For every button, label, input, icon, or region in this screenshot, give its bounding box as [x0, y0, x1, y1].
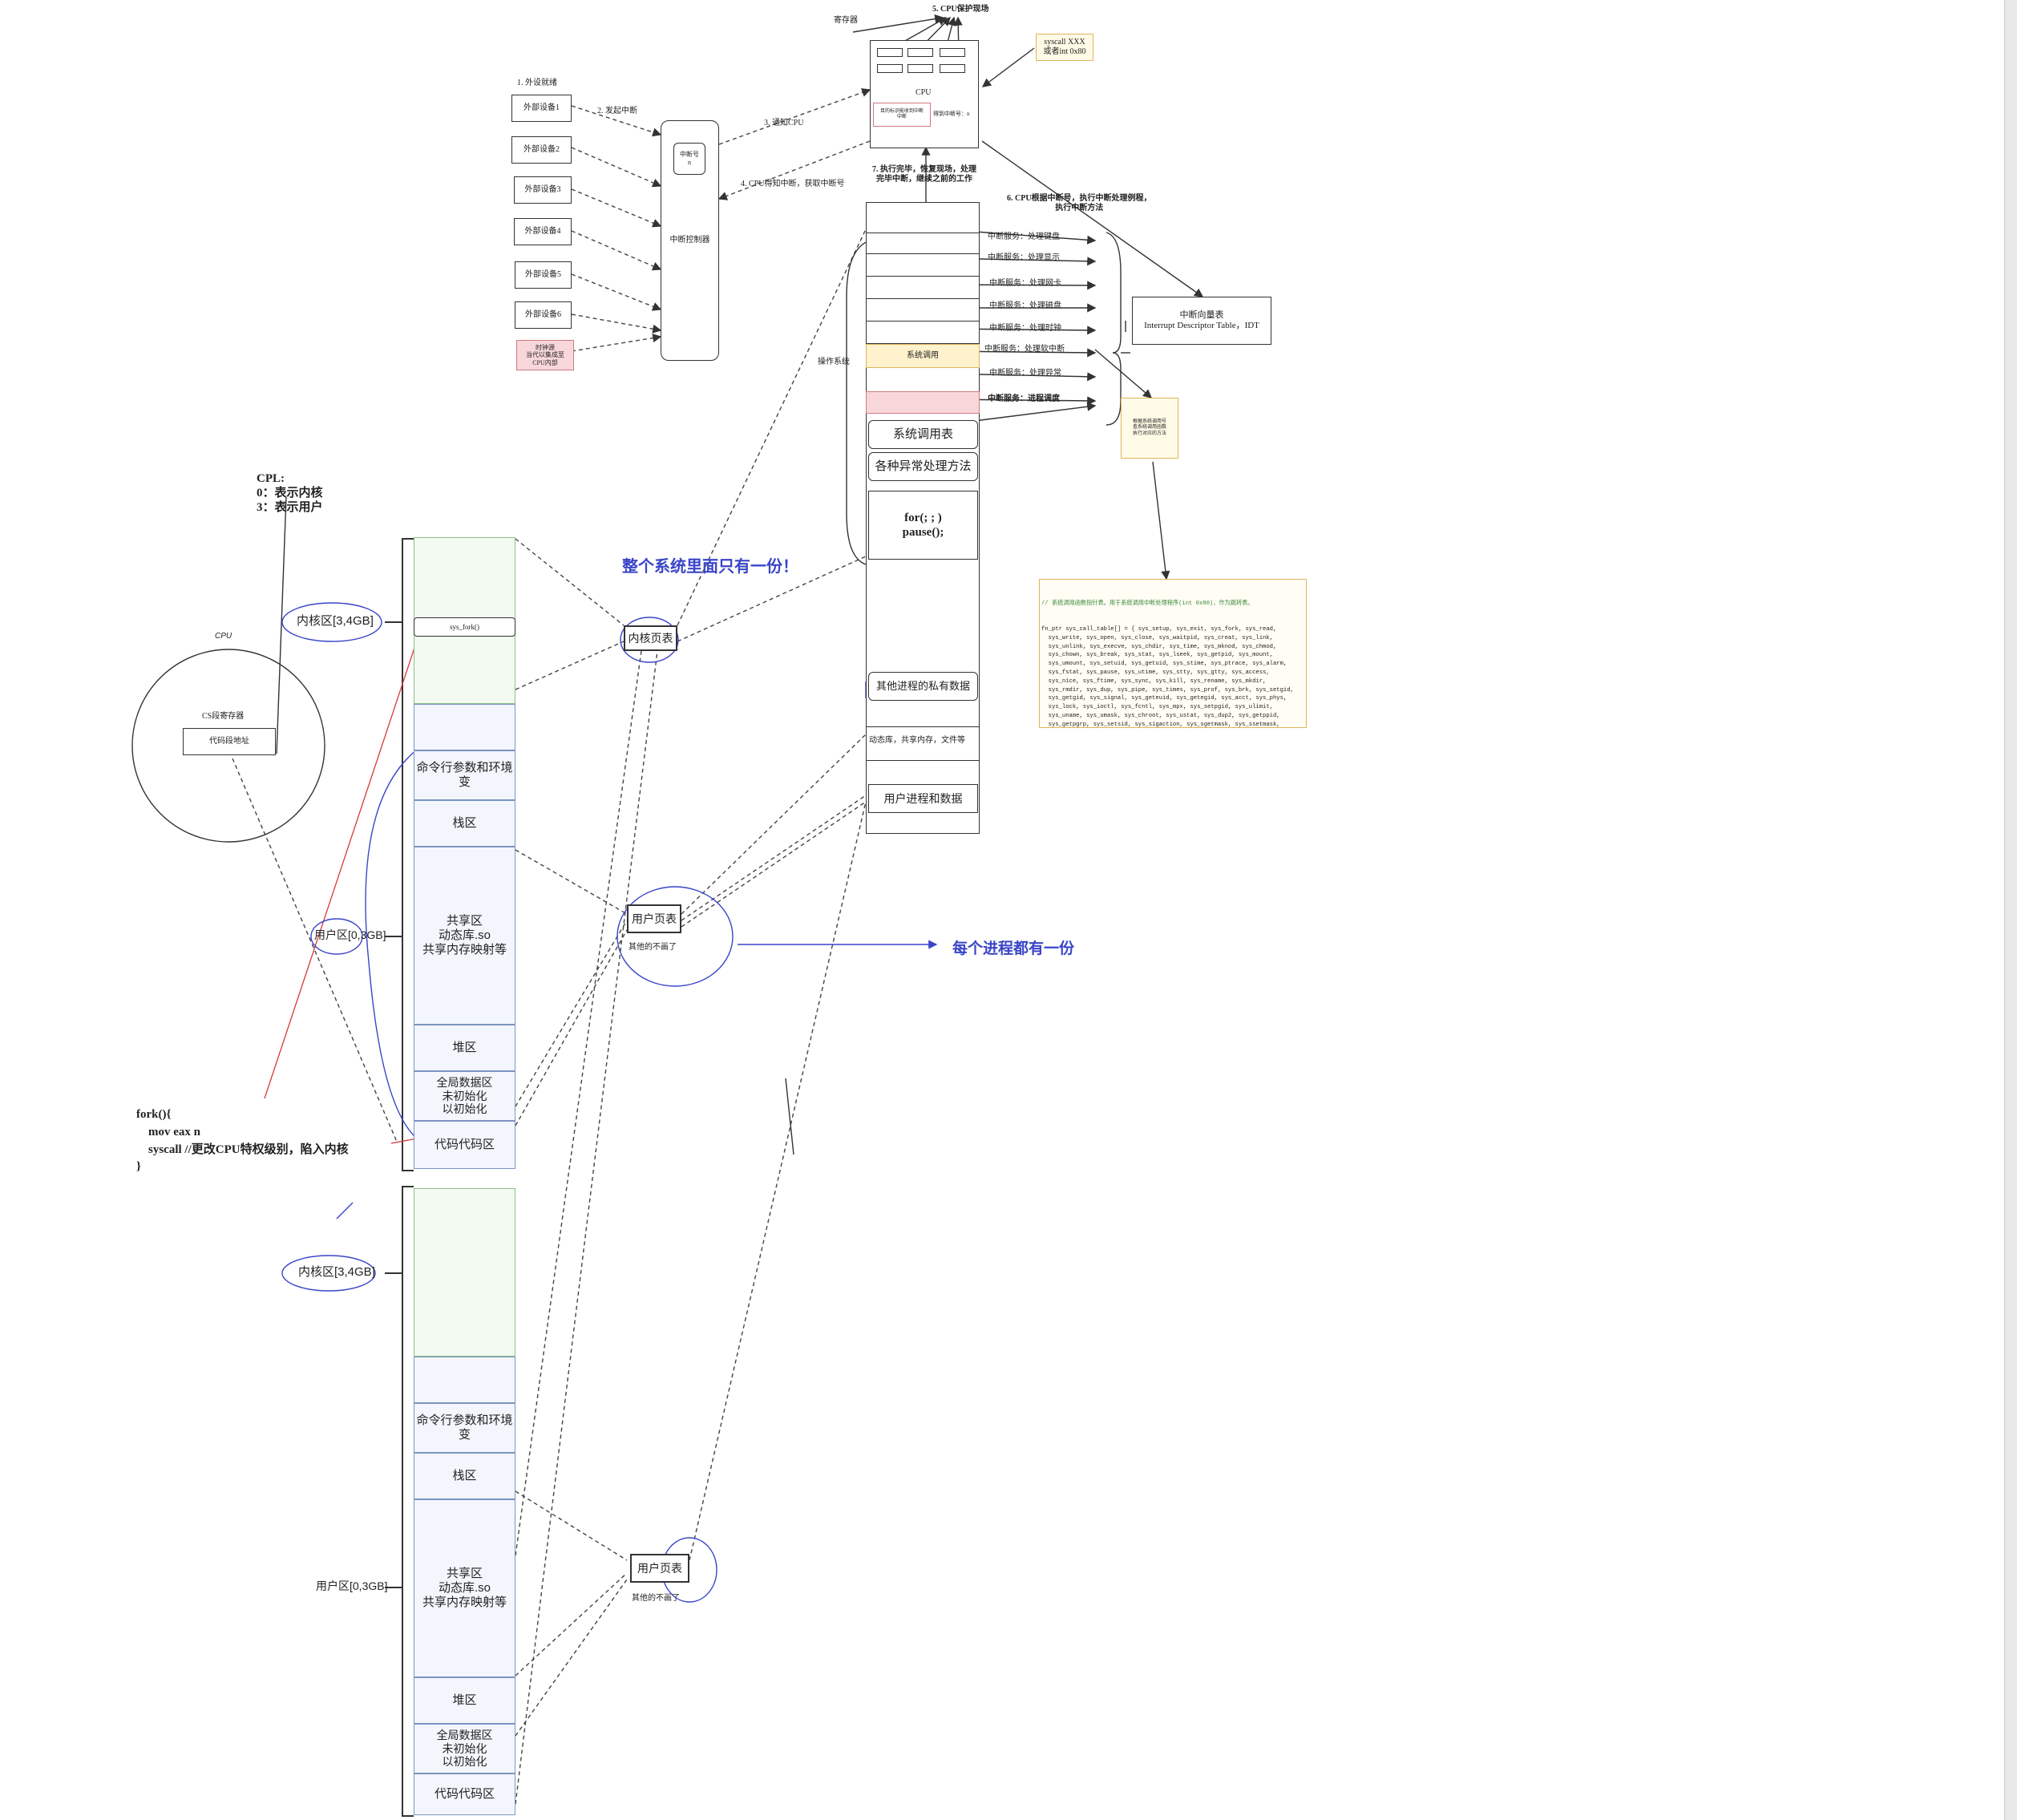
cpu-circle-label: CPU	[215, 632, 232, 641]
syscall-note: syscall XXX 或者int 0x80	[1036, 34, 1093, 61]
device-1: 外部设备1	[511, 95, 572, 122]
device-5: 外部设备5	[515, 261, 572, 289]
syscall-table-box: 系统调用表	[868, 420, 978, 449]
sys-fork-box: sys_fork()	[414, 617, 515, 637]
syscall-slot: 系统调用	[866, 344, 980, 368]
as1-heap: 堆区	[414, 1025, 515, 1071]
register-slot	[907, 48, 933, 57]
irq-number-box: 中断号 n	[673, 143, 705, 175]
cpu-label: CPU	[916, 88, 932, 97]
step3-label: 3. 通知CPU	[764, 119, 804, 127]
as2-heap: 堆区	[414, 1677, 515, 1724]
step4-label: 4. CPU得知中断，获取中断号	[741, 180, 845, 188]
row-divider	[866, 760, 980, 761]
as1-shared: 共享区 动态库.so 共享内存映射等	[414, 847, 515, 1025]
as2-blank	[414, 1357, 515, 1403]
step2-label: 2. 发起中断	[597, 107, 637, 115]
device-2: 外部设备2	[511, 136, 572, 164]
device-6: 外部设备6	[515, 301, 572, 329]
code-comment: // 系统调用函数指针表。用于系统调用中断处理程序(int 0x80)，作为跳转…	[1041, 600, 1254, 607]
register-slot	[940, 64, 965, 73]
cs-register-label: CS段寄存器	[202, 712, 245, 721]
kernel-region-2	[414, 1188, 515, 1357]
service-scheduler: 中断服务：进程调度	[988, 394, 1060, 403]
cpl-three: 3：表示用户	[257, 501, 323, 514]
service-clock: 中断服务：处理时钟	[989, 324, 1061, 333]
one-copy-note: 整个系统里面只有一份！	[622, 558, 798, 576]
user-proc-box: 用户进程和数据	[868, 784, 978, 813]
fork-code: fork(){ mov eax n syscall //更改CPU特权级别，陷入…	[136, 1108, 349, 1174]
row-divider	[866, 726, 980, 727]
user-label-2: 用户区[0,3GB]	[316, 1579, 388, 1592]
flag-box: 目的标识能收到中断 中断	[873, 103, 931, 127]
timer-source: 时钟源 当代以集成至 CPU内部	[516, 340, 574, 370]
other-private-box: 其他进程的私有数据	[868, 672, 978, 701]
row-divider	[866, 253, 980, 254]
registers-label: 寄存器	[834, 16, 858, 25]
kernel-page-table: 内核页表	[624, 625, 677, 651]
shared-label: 动态库，共享内存，文件等	[869, 736, 965, 745]
register-slot	[940, 48, 965, 57]
cpu-protect-label: 5. CPU保护现场	[932, 5, 989, 14]
register-slot	[877, 48, 903, 57]
as2-stack: 栈区	[414, 1453, 515, 1499]
step6-label: 6. CPU根据中断号，执行中断处理例程， 执行中断方法	[1007, 194, 1152, 212]
as2-shared: 共享区 动态库.so 共享内存映射等	[414, 1499, 515, 1677]
row-divider	[866, 298, 980, 299]
row-divider	[866, 321, 980, 322]
others-note-1: 其他的不画了	[629, 943, 677, 952]
exception-handlers-box: 各种异常处理方法	[868, 452, 978, 481]
service-softirq: 中断服务：处理软中断	[984, 345, 1065, 354]
idle-loop-box: for(; ; ) pause();	[868, 491, 978, 560]
as2-code: 代码代码区	[414, 1773, 515, 1815]
as1-code: 代码代码区	[414, 1121, 515, 1169]
service-disk: 中断服务：处理磁盘	[989, 301, 1061, 310]
device-4: 外部设备4	[514, 218, 572, 245]
syscall-lookup-note: 根据系统调用号 查系统调用函数 执行对应的方法	[1121, 398, 1178, 459]
service-display: 中断服务：处理显示	[988, 253, 1060, 262]
syscall-table-code: // 系统调用函数指针表。用于系统调用中断处理程序(int 0x80)，作为跳转…	[1039, 579, 1307, 728]
as1-stack: 栈区	[414, 800, 515, 847]
irq-received-label: 得到中断号：n	[933, 111, 970, 117]
others-note-2: 其他的不画了	[632, 1594, 680, 1603]
register-slot	[877, 64, 903, 73]
user-page-table-1: 用户页表	[627, 904, 681, 933]
cpl-zero: 0：表示内核	[257, 487, 323, 499]
step1-label: 1. 外设就绪	[517, 79, 557, 87]
row-divider	[866, 343, 980, 344]
per-process-note: 每个进程都有一份	[952, 940, 1075, 957]
as1-args-env: 命令行参数和环境变	[414, 750, 515, 800]
as2-args-env: 命令行参数和环境变	[414, 1403, 515, 1453]
device-3: 外部设备3	[514, 176, 572, 204]
code-seg-addr-box: 代码段地址	[183, 728, 276, 755]
canvas-edge	[2004, 0, 2017, 1820]
kernel-label-1: 内核区[3,4GB]	[297, 614, 374, 628]
user-page-table-2: 用户页表	[630, 1554, 689, 1583]
as1-blank	[414, 704, 515, 750]
step7-label: 7. 执行完毕，恢复现场，处理 完毕中断，继续之前的工作	[872, 165, 976, 184]
code-body: fn_ptr sys_call_table[] = { sys_setup, s…	[1041, 625, 1294, 728]
service-keyboard: 中断服务：处理键盘	[988, 233, 1060, 241]
idt-box: 中断向量表 Interrupt Descriptor Table，IDT	[1132, 297, 1271, 345]
cpl-title: CPL:	[257, 472, 285, 485]
as2-global-data: 全局数据区 未初始化 以初始化	[414, 1724, 515, 1773]
user-label-1: 用户区[0,3GB]	[314, 928, 386, 941]
scheduler-slot	[866, 391, 980, 414]
cpu-box	[870, 40, 979, 148]
service-nic: 中断服务：处理网卡	[989, 279, 1061, 288]
kernel-label-2: 内核区[3,4GB]	[298, 1265, 375, 1279]
service-exception: 中断服务：处理异常	[989, 369, 1061, 378]
interrupt-controller-label: 中断控制器	[669, 236, 710, 245]
register-slot	[907, 64, 933, 73]
as1-global-data: 全局数据区 未初始化 以初始化	[414, 1071, 515, 1121]
os-label: 操作系统	[818, 358, 850, 366]
row-divider	[866, 276, 980, 277]
